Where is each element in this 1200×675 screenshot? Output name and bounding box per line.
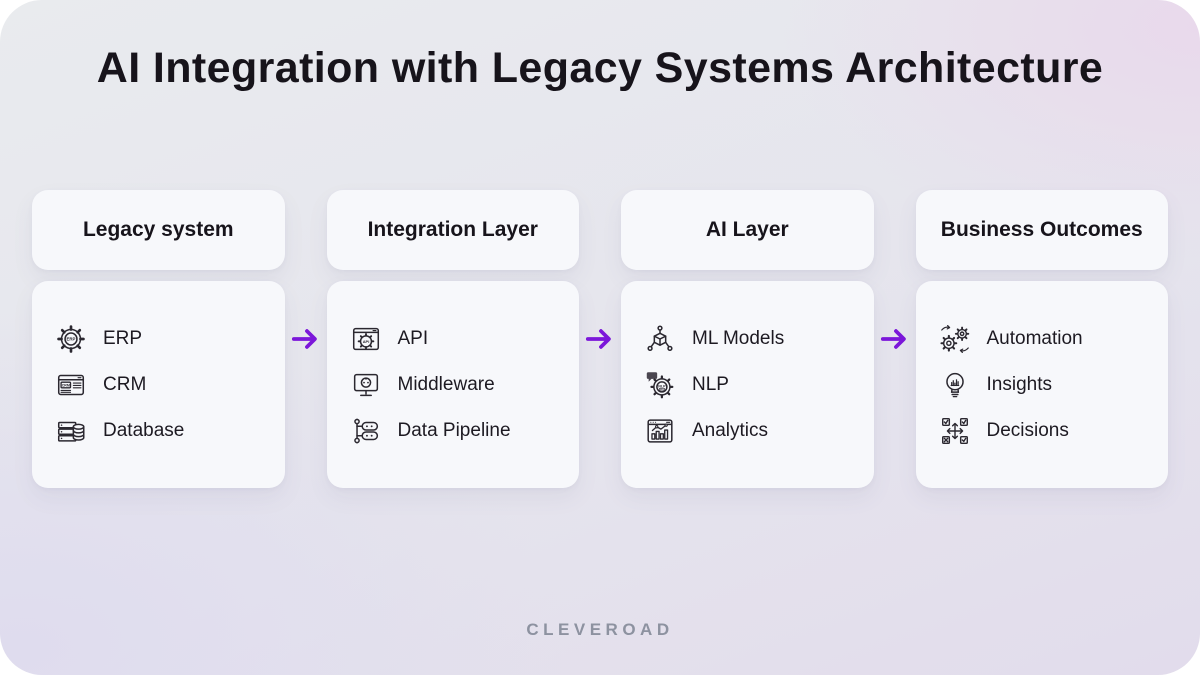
svg-text:0100: 0100 <box>660 389 665 391</box>
automation-icon <box>938 322 972 356</box>
list-item: ERP ERP <box>54 322 285 356</box>
analytics-icon <box>643 414 677 448</box>
column-header-label: AI Layer <box>705 218 789 241</box>
column-header-legacy-system: Legacy system <box>32 190 285 270</box>
page-title: AI Integration with Legacy Systems Archi… <box>96 44 1104 92</box>
list-item: CRM CRM <box>54 368 285 402</box>
item-label: Analytics <box>692 419 769 441</box>
svg-text:NLP: NLP <box>658 384 666 388</box>
database-icon <box>54 414 88 448</box>
item-label: Decisions <box>986 419 1069 441</box>
svg-text:ERP: ERP <box>67 336 76 341</box>
column-body-business-outcomes: Automation <box>915 281 1169 488</box>
svg-text:API: API <box>362 338 369 343</box>
column-body-legacy-system: ERP ERP CRM <box>32 281 285 488</box>
column-body-integration-layer: API API <box>326 281 580 488</box>
list-item: Insights <box>938 368 1169 402</box>
svg-text:CRM: CRM <box>62 383 70 387</box>
item-label: CRM <box>103 373 147 395</box>
flow-arrow <box>285 326 327 352</box>
column-integration-layer: Integration Layer <box>326 190 580 488</box>
item-label: Automation <box>986 327 1083 349</box>
crm-icon: CRM <box>54 368 88 402</box>
column-header-label: Integration Layer <box>367 218 538 241</box>
column-header-business-outcomes: Business Outcomes <box>915 190 1168 270</box>
data-pipeline-icon <box>349 414 383 448</box>
item-label: NLP <box>692 373 729 395</box>
column-body-ai-layer: ML Models <box>621 281 874 488</box>
item-label: Middleware <box>397 373 495 395</box>
middleware-icon <box>349 368 383 402</box>
column-business-outcomes: Business Outcomes <box>915 190 1169 488</box>
item-label: Database <box>103 419 185 441</box>
insights-icon <box>938 368 972 402</box>
nlp-icon: NLP 0100 <box>643 368 677 402</box>
column-header-label: Business Outcomes <box>940 218 1143 241</box>
flow-diagram: Legacy system <box>32 190 1168 488</box>
flow-arrow <box>579 326 621 352</box>
item-label: ML Models <box>692 327 785 349</box>
list-item: Decisions <box>938 414 1169 448</box>
list-item: Database <box>54 414 285 448</box>
column-ai-layer: AI Layer <box>621 190 874 488</box>
erp-icon: ERP <box>54 322 88 356</box>
list-item: Middleware <box>349 368 580 402</box>
cleveroad-logo: CLEVEROAD <box>526 620 674 639</box>
item-label: Insights <box>986 373 1052 395</box>
list-item: Analytics <box>643 414 874 448</box>
item-label: API <box>397 327 429 349</box>
column-header-integration-layer: Integration Layer <box>326 190 579 270</box>
ml-models-icon <box>643 322 677 356</box>
list-item: NLP 0100 NLP <box>643 368 874 402</box>
api-icon: API <box>349 322 383 356</box>
flow-arrow <box>874 326 916 352</box>
list-item: API API <box>349 322 580 356</box>
column-header-label: Legacy system <box>82 218 234 241</box>
list-item: Data Pipeline <box>349 414 580 448</box>
list-item: Automation <box>938 322 1169 356</box>
list-item: ML Models <box>643 322 874 356</box>
column-legacy-system: Legacy system <box>32 190 285 488</box>
item-label: ERP <box>103 327 143 349</box>
item-label: Data Pipeline <box>397 419 511 441</box>
column-header-ai-layer: AI Layer <box>621 190 874 270</box>
decisions-icon <box>938 414 972 448</box>
